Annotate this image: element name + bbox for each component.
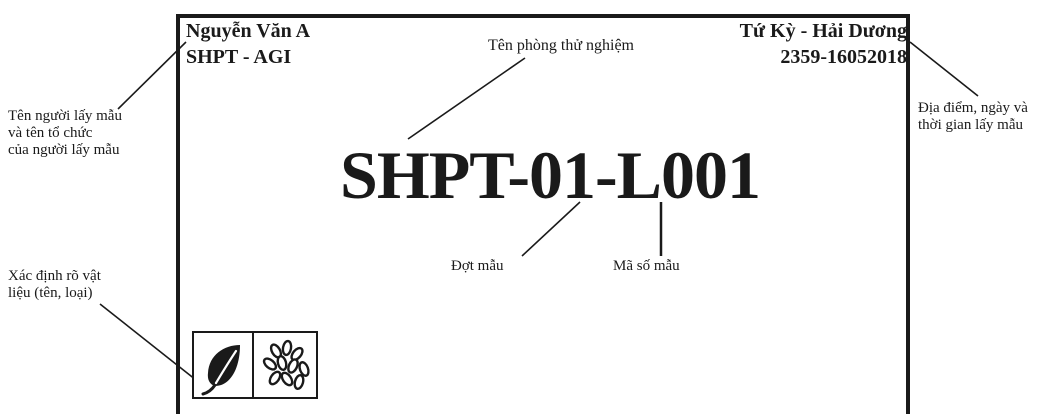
collector-organization: SHPT - AGI (186, 46, 292, 68)
batch-label: Đợt mẫu (451, 258, 504, 274)
leader-location (909, 41, 979, 97)
collector-annotation-line: và tên tổ chức (8, 125, 93, 141)
material-annotation: Xác định rõ vật liệu (tên, loại) (8, 268, 158, 302)
lab-name-label: Tên phòng thử nghiệm (488, 37, 634, 54)
leader-lines (99, 41, 979, 381)
sample-label-panel (176, 14, 910, 414)
collector-name: Nguyễn Văn A (186, 20, 311, 42)
material-icon-box-seeds (254, 331, 318, 399)
leader-collector (117, 41, 187, 110)
seeds-icon (262, 339, 310, 391)
leader-lab (407, 57, 526, 140)
sample-number-label: Mã số mẫu (613, 258, 680, 274)
sample-code: SHPT-01-L001 (340, 137, 761, 213)
collector-annotation: Tên người lấy mẫu và tên tổ chức của ngư… (8, 108, 173, 159)
material-icon-box-leaf (192, 331, 254, 399)
material-annotation-line: Xác định rõ vật (8, 268, 101, 284)
collector-annotation-line: Tên người lấy mẫu (8, 108, 122, 124)
location-date-code: 2359-16052018 (780, 46, 907, 68)
location-place: Tứ Kỳ - Hải Dương (739, 20, 907, 42)
material-annotation-line: liệu (tên, loại) (8, 285, 93, 301)
location-annotation-line: thời gian lấy mẫu (918, 117, 1023, 133)
collector-annotation-line: của người lấy mẫu (8, 142, 120, 158)
location-annotation-line: Địa điểm, ngày và (918, 100, 1028, 116)
leader-material (99, 303, 197, 381)
leader-batch (521, 201, 581, 257)
leaf-icon (201, 345, 240, 396)
location-annotation: Địa điểm, ngày và thời gian lấy mẫu (918, 100, 1058, 134)
